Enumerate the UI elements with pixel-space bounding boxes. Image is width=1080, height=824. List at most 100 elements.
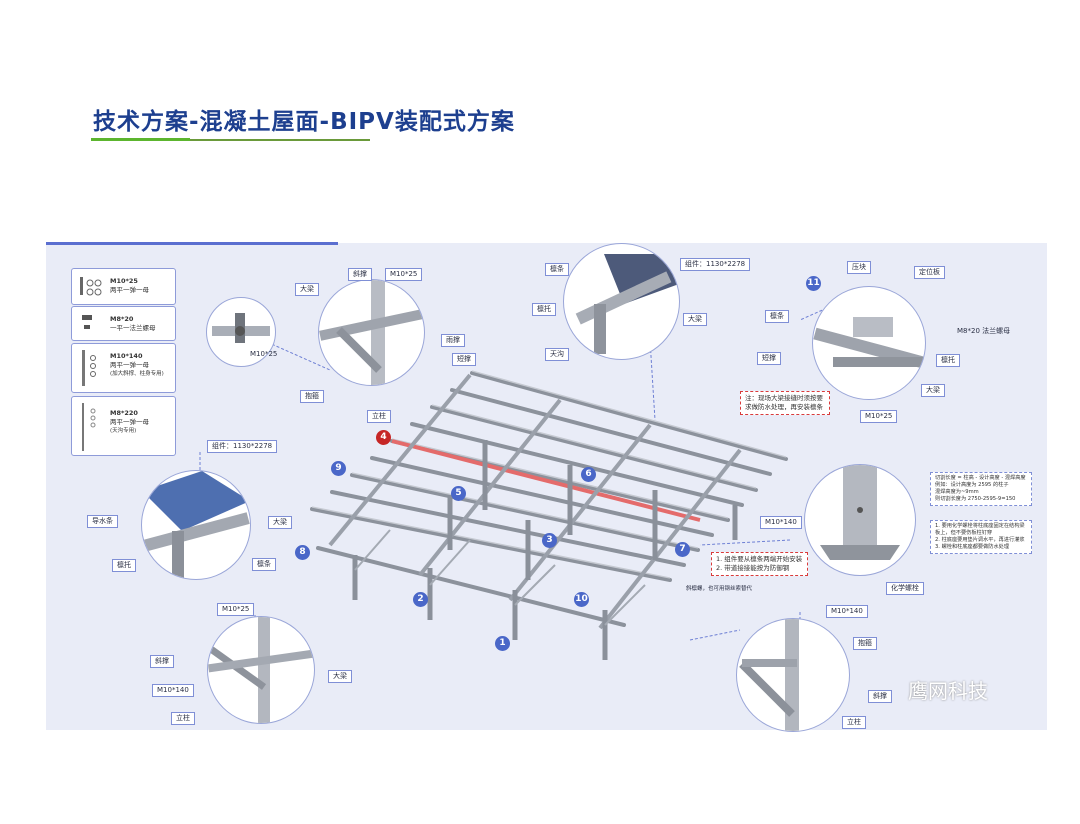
- note-line: 2. 带道接接能按为防御钢: [716, 564, 790, 572]
- detail-circle-hoop: [736, 618, 850, 732]
- label-drain-strip: 导水条: [87, 515, 118, 528]
- diagonal-brace-detail: [208, 617, 314, 723]
- bolt-spec: M10*25: [110, 277, 138, 285]
- label-purlin: 檩条: [765, 310, 789, 323]
- label-bolt: M10*140: [826, 605, 868, 618]
- label-gutter: 天沟: [545, 348, 569, 361]
- bolt-extra: (天沟专用): [110, 428, 137, 434]
- columns: [352, 440, 738, 660]
- label-purlin: 檩条: [545, 263, 569, 276]
- callout-11: 11: [806, 276, 821, 291]
- detail-circle-diagonal: [207, 616, 315, 724]
- label-rain-brace: 雨撑: [441, 334, 465, 347]
- detail-circle-bolt-joint: [206, 297, 276, 367]
- brace-detail: [319, 280, 424, 385]
- callout-10: 10: [574, 592, 589, 607]
- label-main-beam: 大梁: [921, 384, 945, 397]
- label-column: 立柱: [367, 410, 391, 423]
- label-diagonal-brace: 斜撑: [348, 268, 372, 281]
- note-line: 则切割长度为 2750-2595-9=150: [935, 496, 1016, 502]
- long-bolt-icon: [82, 350, 96, 386]
- bolt-icon: [80, 277, 102, 296]
- note-line: 3. 螺栓和柱底座都要做防水处理: [935, 544, 1010, 550]
- long-bolt-icon: [82, 403, 96, 451]
- clamp-detail: [813, 317, 925, 369]
- label-column: 立柱: [842, 716, 866, 729]
- title-underline-green: [91, 138, 190, 141]
- note-line: 混焊高度为~9mm: [935, 489, 979, 495]
- label-short-brace: 短撑: [452, 353, 476, 366]
- label-purlin: 檩条: [252, 558, 276, 571]
- callout-5: 5: [451, 486, 466, 501]
- column-base-detail: [820, 465, 900, 560]
- highlighted-purlin: [391, 439, 701, 522]
- bolt-card-m10x140: M10*140 两平一弹一母 (加大斜撑、柱身专用): [71, 343, 176, 393]
- nut-icon: [82, 315, 92, 329]
- label-diagonal-brace: 斜撑: [868, 690, 892, 703]
- label-short-brace: 短撑: [757, 352, 781, 365]
- label-module-size: 组件：1130*2278: [207, 440, 278, 453]
- purlin-highlight: [311, 370, 787, 579]
- bolt-desc: 两平一弹一母: [110, 361, 149, 369]
- label-main-beam: 大梁: [268, 516, 292, 529]
- main-beams: [328, 373, 742, 630]
- bolt-desc: 一平一法兰螺母: [110, 324, 156, 332]
- label-bolt: M10*140: [760, 516, 802, 529]
- label-bolt: M10*25: [860, 410, 898, 423]
- label-positioning-plate: 定位板: [914, 266, 945, 279]
- detail-circle-clamp: [812, 286, 926, 400]
- hoop-detail: [739, 619, 799, 731]
- label-main-beam: 大梁: [328, 670, 352, 683]
- detail-circle-drainage: [141, 470, 251, 580]
- detail-circle-brace: [318, 279, 425, 386]
- label-purlin-bracket: 檩托: [112, 559, 136, 572]
- bolt-desc: 两平一弹一母: [110, 286, 149, 294]
- note-line: 例如：设计高度为 2595 的柱子: [935, 482, 1009, 488]
- label-diagonal-brace: 斜撑: [150, 655, 174, 668]
- joint-detail: [212, 313, 270, 343]
- label-hoop: 抱箍: [300, 390, 324, 403]
- note-text: 注：现场大梁接缝时须按要求做防水处理，再安装檩条: [745, 394, 823, 411]
- bolt-spec: M10*140: [110, 352, 143, 360]
- callout-2: 2: [413, 592, 428, 607]
- detail-circle-base: [804, 464, 916, 576]
- note-line: 1. 组件要从檩条两端开始安装: [716, 555, 803, 563]
- label-bolt: M10*25: [217, 603, 255, 616]
- label-note-cable: 斜檩螺，也可用钢丝索替代: [686, 586, 753, 592]
- label-purlin-bracket: 檩托: [532, 303, 556, 316]
- bolt-extra: (加大斜撑、柱身专用): [110, 371, 164, 377]
- label-main-beam: 大梁: [683, 313, 707, 326]
- callout-6: 6: [581, 467, 596, 482]
- label-purlin-bracket: 檩托: [936, 354, 960, 367]
- label-bolt: M10*140: [152, 684, 194, 697]
- label-hoop: 抱箍: [853, 637, 877, 650]
- callout-8: 8: [295, 545, 310, 560]
- drainage-detail: [142, 471, 250, 579]
- label-flange-nut: M8*20 法兰螺母: [957, 327, 1011, 335]
- callout-9: 9: [331, 461, 346, 476]
- callout-1: 1: [495, 636, 510, 651]
- leader-lines: [199, 244, 846, 641]
- bolt-card-m8x220: M8*220 两平一弹一母 (天沟专用): [71, 396, 176, 456]
- note-beam-seam: 注：现场大梁接缝时须按要求做防水处理，再安装檩条: [740, 391, 830, 415]
- braces: [354, 529, 646, 626]
- label-column: 立柱: [171, 712, 195, 725]
- label-main-beam: 大梁: [295, 283, 319, 296]
- bolt-card-m8x20: M8*20 一平一法兰螺母: [71, 306, 176, 341]
- label-module-size: 组件：1130*2278: [680, 258, 751, 271]
- panel-top-accent: [46, 242, 338, 245]
- callout-3: 3: [542, 533, 557, 548]
- note-module-install: 1. 组件要从檩条两端开始安装 2. 带道接接能按为防御钢: [711, 552, 808, 576]
- bolt-spec: M8*20: [110, 315, 134, 323]
- label-clamp: 压块: [847, 261, 871, 274]
- bolt-desc: 两平一弹一母: [110, 418, 149, 426]
- note-line: 切割长度 = 柱高 - 设计高度 - 混焊高度: [935, 475, 1026, 481]
- bolt-spec: M8*220: [110, 409, 138, 417]
- label-bolt: M10*25: [250, 350, 278, 358]
- title-underline: [190, 139, 370, 141]
- page-title: 技术方案-混凝土屋面-BIPV装配式方案: [93, 109, 515, 135]
- note-cut-length: 切割长度 = 柱高 - 设计高度 - 混焊高度 例如：设计高度为 2595 的柱…: [930, 472, 1032, 506]
- label-chemical-anchor: 化学螺栓: [886, 582, 924, 595]
- note-anchor-install: 1. 要用化学螺栓将柱底座固定在结构梁板上，但不要伤板柱钉穿 2. 柱底座要用垫…: [930, 520, 1032, 554]
